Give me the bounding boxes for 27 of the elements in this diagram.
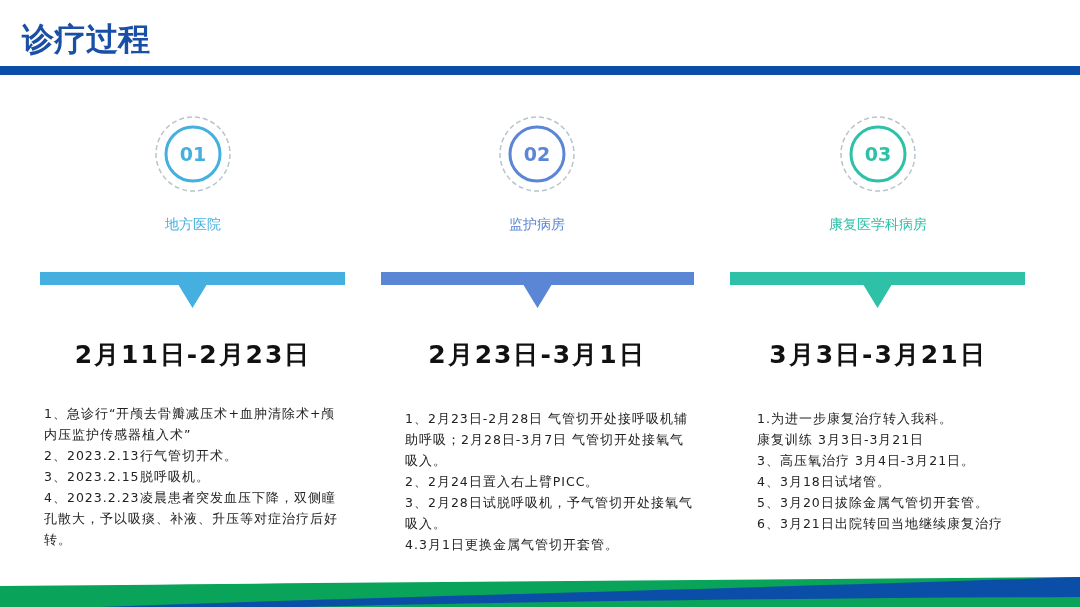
- date-heading: 2月11日-2月23日: [73, 339, 313, 371]
- title: 诊疗过程: [22, 19, 150, 60]
- list-item: 3、2月28日试脱呼吸机，予气管切开处接氧气吸入。: [405, 494, 694, 533]
- list-item: 1.为进一步康复治疗转入我科。: [757, 410, 954, 428]
- number-circle: 03: [848, 124, 908, 184]
- banner-bar: [40, 272, 345, 308]
- list-item: 4、3月18日试堵管。: [757, 473, 892, 491]
- place-label: 监护病房: [508, 216, 566, 234]
- date-heading: 3月3日-3月21日: [768, 339, 988, 371]
- date-heading: 2月23日-3月1日: [427, 339, 647, 371]
- list-item: 康复训练 3月3日-3月21日: [757, 431, 926, 449]
- list-item: 1、急诊行“开颅去骨瓣减压术+血肿清除术+颅内压监护传感器植入术”: [44, 405, 337, 444]
- number-circle: 02: [507, 124, 567, 184]
- list-item: 4.3月1日更换金属气管切开套管。: [405, 536, 620, 554]
- place-label: 地方医院: [164, 216, 222, 234]
- number-circle: 01: [163, 124, 223, 184]
- place-label: 康复医学科病房: [828, 216, 928, 234]
- banner-bar: [730, 272, 1025, 308]
- list-item: 2、2023.2.13行气管切开术。: [44, 447, 239, 465]
- banner-bar: [381, 272, 694, 308]
- list-item: 4、2023.2.23凌晨患者突发血压下降，双侧瞳孔散大，予以吸痰、补液、升压等对症治疗后好转。: [44, 489, 339, 549]
- list-item: 1、2月23日-2月28日 气管切开处接呼吸机辅助呼吸；2月28日-3月7日 气管切开处接氧气吸入。: [405, 410, 690, 470]
- list-item: 6、3月21日出院转回当地继续康复治疗: [757, 515, 1004, 533]
- list-item: 3、2023.2.15脱呼吸机。: [44, 468, 211, 486]
- list-item: 5、3月20日拔除金属气管切开套管。: [757, 494, 990, 512]
- list-item: 3、高压氧治疗 3月4日-3月21日。: [757, 452, 977, 470]
- list-item: 2、2月24日置入右上臂PICC。: [405, 473, 601, 491]
